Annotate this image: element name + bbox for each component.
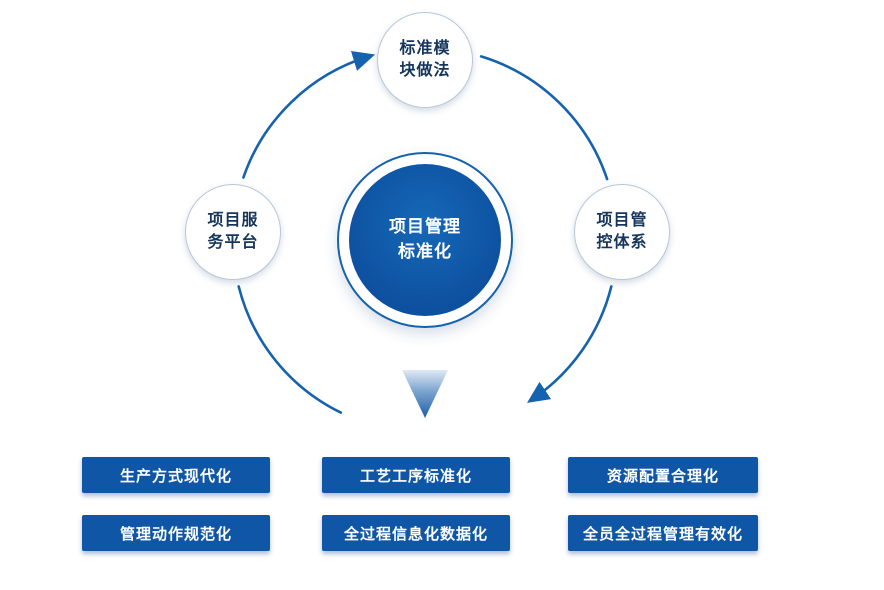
arc-bottom-to-left — [237, 285, 343, 414]
satellite-label-line2: 控体系 — [596, 234, 648, 251]
outcome-production-modernization: 生产方式现代化 — [82, 457, 270, 493]
down-arrow-icon — [402, 370, 448, 418]
outcome-label: 工艺工序标准化 — [359, 467, 472, 485]
satellite-label-line2: 务平台 — [207, 234, 259, 251]
central-circle: 项目管理 标准化 — [349, 164, 501, 316]
satellite-label-line1: 项目服 — [207, 211, 259, 229]
satellite-service-platform: 项目服 务平台 — [185, 184, 281, 280]
outcome-label: 生产方式现代化 — [119, 467, 232, 485]
outcome-full-staff-management-effectiveness: 全员全过程管理有效化 — [568, 515, 758, 551]
arc-top-to-right — [479, 55, 609, 181]
outcome-resource-allocation: 资源配置合理化 — [568, 457, 758, 493]
outcome-label: 全过程信息化数据化 — [343, 525, 488, 543]
outcome-process-standardization: 工艺工序标准化 — [322, 457, 510, 493]
satellite-label-line1: 项目管 — [596, 211, 648, 229]
central-label-line2: 标准化 — [398, 242, 452, 261]
outcome-label: 全员全过程管理有效化 — [582, 525, 743, 543]
arc-left-to-top — [242, 51, 376, 179]
outcome-label: 管理动作规范化 — [119, 525, 232, 543]
arc-right-to-bottom — [527, 285, 613, 403]
satellite-control-system: 项目管 控体系 — [574, 184, 670, 280]
central-circle-ring: 项目管理 标准化 — [337, 152, 513, 328]
outcome-management-action-standardization: 管理动作规范化 — [82, 515, 270, 551]
satellite-standard-module: 标准模 块做法 — [377, 12, 473, 108]
outcome-label: 资源配置合理化 — [606, 467, 719, 485]
satellite-label-line2: 块做法 — [399, 62, 451, 79]
central-label-line1: 项目管理 — [389, 217, 461, 237]
outcome-process-digitization: 全过程信息化数据化 — [322, 515, 510, 551]
satellite-label-line1: 标准模 — [399, 39, 451, 57]
